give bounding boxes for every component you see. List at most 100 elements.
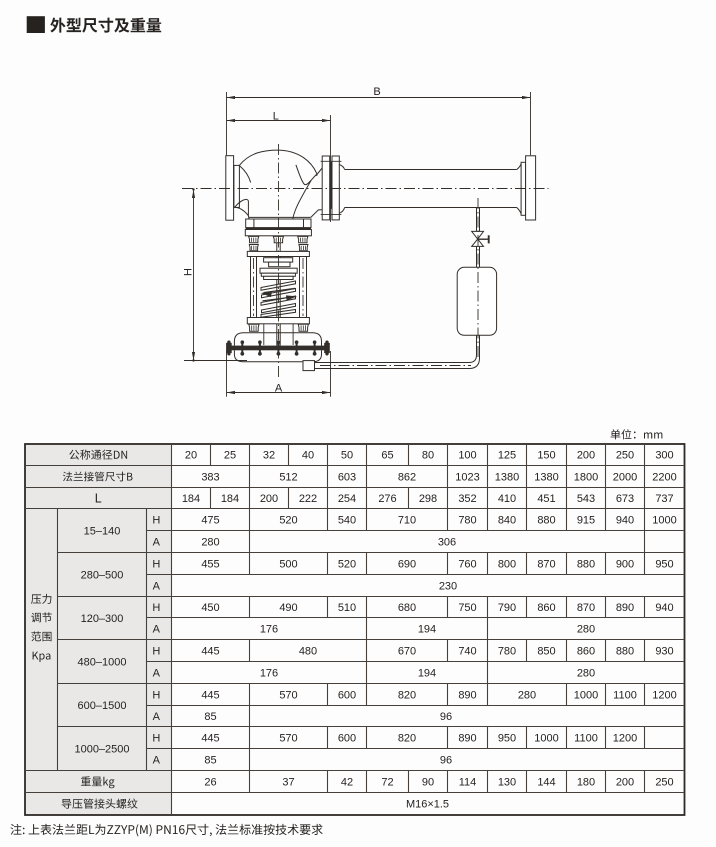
svg-text:276: 276 (378, 493, 396, 505)
svg-text:930: 930 (655, 645, 673, 657)
svg-text:880: 880 (616, 645, 634, 657)
svg-text:280: 280 (577, 623, 595, 635)
svg-text:40: 40 (302, 450, 314, 462)
svg-text:512: 512 (279, 471, 297, 483)
svg-text:890: 890 (458, 689, 476, 701)
svg-text:144: 144 (537, 776, 555, 788)
svg-text:176: 176 (260, 623, 278, 635)
svg-text:280–500: 280–500 (81, 569, 124, 581)
svg-text:860: 860 (537, 602, 555, 614)
svg-text:A: A (153, 580, 161, 592)
svg-text:840: 840 (498, 514, 516, 526)
svg-text:85: 85 (204, 754, 216, 766)
svg-text:A: A (153, 536, 161, 548)
svg-text:490: 490 (279, 602, 297, 614)
svg-text:870: 870 (537, 558, 555, 570)
svg-text:455: 455 (201, 558, 219, 570)
svg-text:450: 450 (201, 602, 219, 614)
svg-text:L: L (95, 491, 102, 505)
svg-text:940: 940 (655, 602, 673, 614)
svg-text:570: 570 (279, 689, 297, 701)
svg-text:1100: 1100 (574, 732, 598, 744)
svg-text:690: 690 (398, 558, 416, 570)
svg-text:410: 410 (498, 493, 516, 505)
svg-text:2000: 2000 (613, 471, 637, 483)
svg-text:80: 80 (422, 450, 434, 462)
svg-text:37: 37 (282, 776, 294, 788)
svg-text:1200: 1200 (652, 689, 676, 701)
svg-text:280: 280 (201, 536, 219, 548)
svg-text:510: 510 (338, 602, 356, 614)
svg-text:870: 870 (577, 602, 595, 614)
svg-text:306: 306 (438, 536, 456, 548)
svg-text:1000–2500: 1000–2500 (74, 743, 129, 755)
svg-text:300: 300 (655, 450, 673, 462)
svg-text:194: 194 (418, 623, 436, 635)
svg-text:250: 250 (655, 776, 673, 788)
svg-text:800: 800 (498, 558, 516, 570)
svg-text:230: 230 (439, 580, 457, 592)
svg-text:950: 950 (655, 558, 673, 570)
svg-text:520: 520 (279, 514, 297, 526)
svg-text:25: 25 (224, 450, 236, 462)
svg-text:M16×1.5: M16×1.5 (406, 799, 449, 811)
svg-text:540: 540 (338, 514, 356, 526)
svg-text:850: 850 (537, 645, 555, 657)
svg-text:280: 280 (518, 689, 536, 701)
svg-text:890: 890 (458, 732, 476, 744)
svg-text:250: 250 (616, 450, 634, 462)
svg-text:600–1500: 600–1500 (78, 700, 127, 712)
svg-text:65: 65 (381, 450, 393, 462)
svg-text:96: 96 (440, 754, 452, 766)
svg-text:1380: 1380 (495, 471, 519, 483)
svg-text:130: 130 (498, 776, 516, 788)
svg-text:445: 445 (201, 732, 219, 744)
svg-text:603: 603 (338, 471, 356, 483)
svg-text:1000: 1000 (534, 732, 558, 744)
svg-text:200: 200 (616, 776, 634, 788)
svg-text:862: 862 (398, 471, 416, 483)
svg-text:2200: 2200 (652, 471, 676, 483)
svg-text:1000: 1000 (574, 689, 598, 701)
svg-text:180: 180 (577, 776, 595, 788)
svg-text:176: 176 (260, 667, 278, 679)
svg-text:445: 445 (201, 689, 219, 701)
svg-text:222: 222 (299, 493, 317, 505)
svg-text:352: 352 (458, 493, 476, 505)
svg-text:298: 298 (419, 493, 437, 505)
svg-text:A: A (275, 382, 283, 394)
svg-text:451: 451 (537, 493, 555, 505)
svg-text:200: 200 (577, 450, 595, 462)
svg-text:200: 200 (260, 493, 278, 505)
svg-text:790: 790 (498, 602, 516, 614)
svg-text:915: 915 (577, 514, 595, 526)
svg-text:72: 72 (381, 776, 393, 788)
svg-text:B: B (373, 86, 380, 98)
svg-text:570: 570 (279, 732, 297, 744)
svg-text:1380: 1380 (534, 471, 558, 483)
svg-text:600: 600 (338, 732, 356, 744)
svg-text:85: 85 (204, 711, 216, 723)
svg-text:32: 32 (263, 450, 275, 462)
svg-text:184: 184 (182, 493, 200, 505)
svg-text:670: 670 (398, 645, 416, 657)
svg-text:880: 880 (537, 514, 555, 526)
svg-text:543: 543 (577, 493, 595, 505)
svg-text:H: H (182, 268, 194, 276)
svg-text:125: 125 (498, 450, 516, 462)
svg-text:900: 900 (616, 558, 634, 570)
svg-text:120–300: 120–300 (81, 613, 124, 625)
svg-text:254: 254 (338, 493, 356, 505)
svg-text:26: 26 (204, 776, 216, 788)
svg-text:H: H (152, 602, 160, 614)
svg-text:1100: 1100 (613, 689, 637, 701)
svg-text:480: 480 (299, 645, 317, 657)
svg-text:184: 184 (221, 493, 239, 505)
svg-text:H: H (152, 689, 160, 701)
svg-text:H: H (152, 514, 160, 526)
svg-text:1800: 1800 (574, 471, 598, 483)
svg-text:280: 280 (577, 667, 595, 679)
svg-text:A: A (153, 623, 161, 635)
svg-text:42: 42 (341, 776, 353, 788)
svg-text:15–140: 15–140 (84, 525, 121, 537)
